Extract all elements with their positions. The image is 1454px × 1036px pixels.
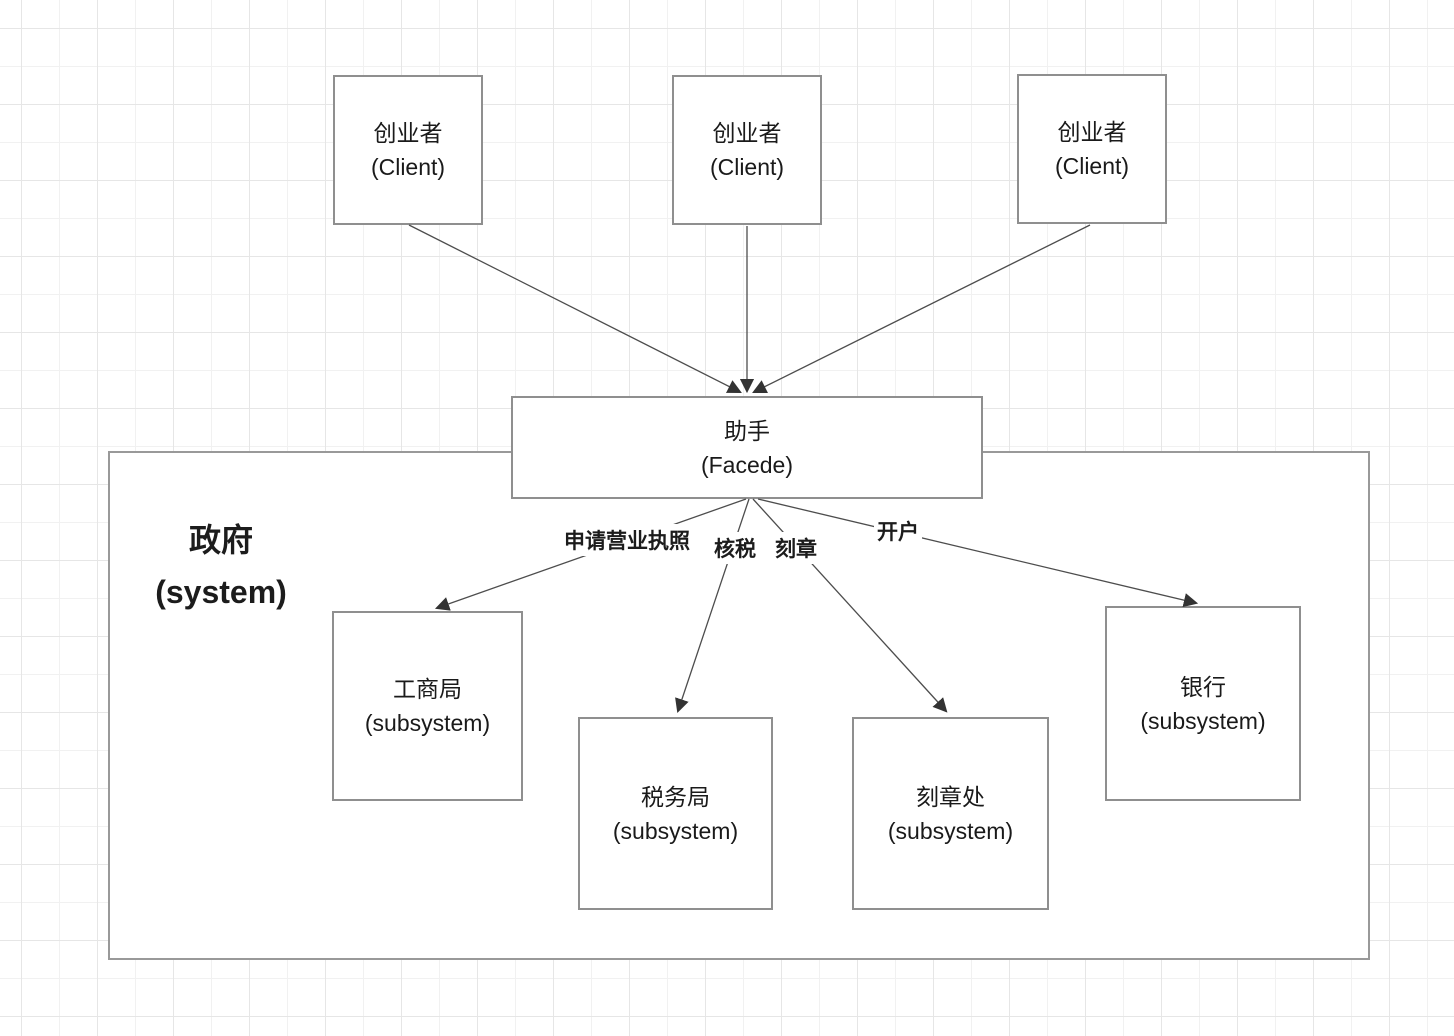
node-facade-title: 助手: [724, 417, 770, 444]
node-client-3[interactable]: 创业者 (Client): [1017, 74, 1167, 224]
node-client-1-title: 创业者: [373, 120, 443, 146]
node-client-1-subtitle: (Client): [370, 154, 446, 180]
edge-label-verify-tax[interactable]: 核税: [711, 532, 759, 564]
node-kezhangchu-title: 刻章处: [916, 783, 985, 810]
system-subtitle: (system): [155, 574, 287, 610]
edge-label-apply-business-license[interactable]: 申请营业执照: [561, 524, 693, 556]
edge-label-open-account[interactable]: 开户: [874, 515, 922, 547]
node-kezhangchu-subtitle: (subsystem): [887, 817, 1014, 844]
node-subsystem-yinhang[interactable]: 银行 (subsystem): [1105, 606, 1301, 801]
node-gongshangju-title: 工商局: [393, 676, 462, 702]
node-facade-subtitle: (Facede): [700, 451, 794, 478]
node-shuiwuju-subtitle: (subsystem): [612, 817, 739, 844]
node-yinhang-title: 银行: [1180, 673, 1226, 700]
node-client-2-subtitle: (Client): [709, 154, 785, 180]
node-gongshangju-subtitle: (subsystem): [364, 710, 491, 736]
node-client-1[interactable]: 创业者 (Client): [333, 75, 483, 225]
system-title: 政府: [188, 522, 253, 558]
node-subsystem-gongshangju[interactable]: 工商局 (subsystem): [332, 611, 523, 801]
node-subsystem-kezhangchu[interactable]: 刻章处 (subsystem): [852, 717, 1049, 910]
node-facade[interactable]: 助手 (Facede): [511, 396, 983, 499]
edge-client3-to-facade[interactable]: [752, 224, 1091, 393]
node-shuiwuju-title: 税务局: [641, 783, 710, 810]
edge-client1-to-facade[interactable]: [408, 224, 742, 393]
system-container-label: 政府 (system): [101, 514, 341, 618]
node-client-2[interactable]: 创业者 (Client): [672, 75, 822, 225]
node-yinhang-subtitle: (subsystem): [1140, 707, 1266, 734]
edge-label-engrave-seal[interactable]: 刻章: [772, 532, 820, 564]
node-subsystem-shuiwuju[interactable]: 税务局 (subsystem): [578, 717, 773, 910]
node-client-2-title: 创业者: [712, 120, 782, 146]
node-client-3-title: 创业者: [1057, 119, 1127, 145]
node-client-3-subtitle: (Client): [1054, 153, 1130, 179]
